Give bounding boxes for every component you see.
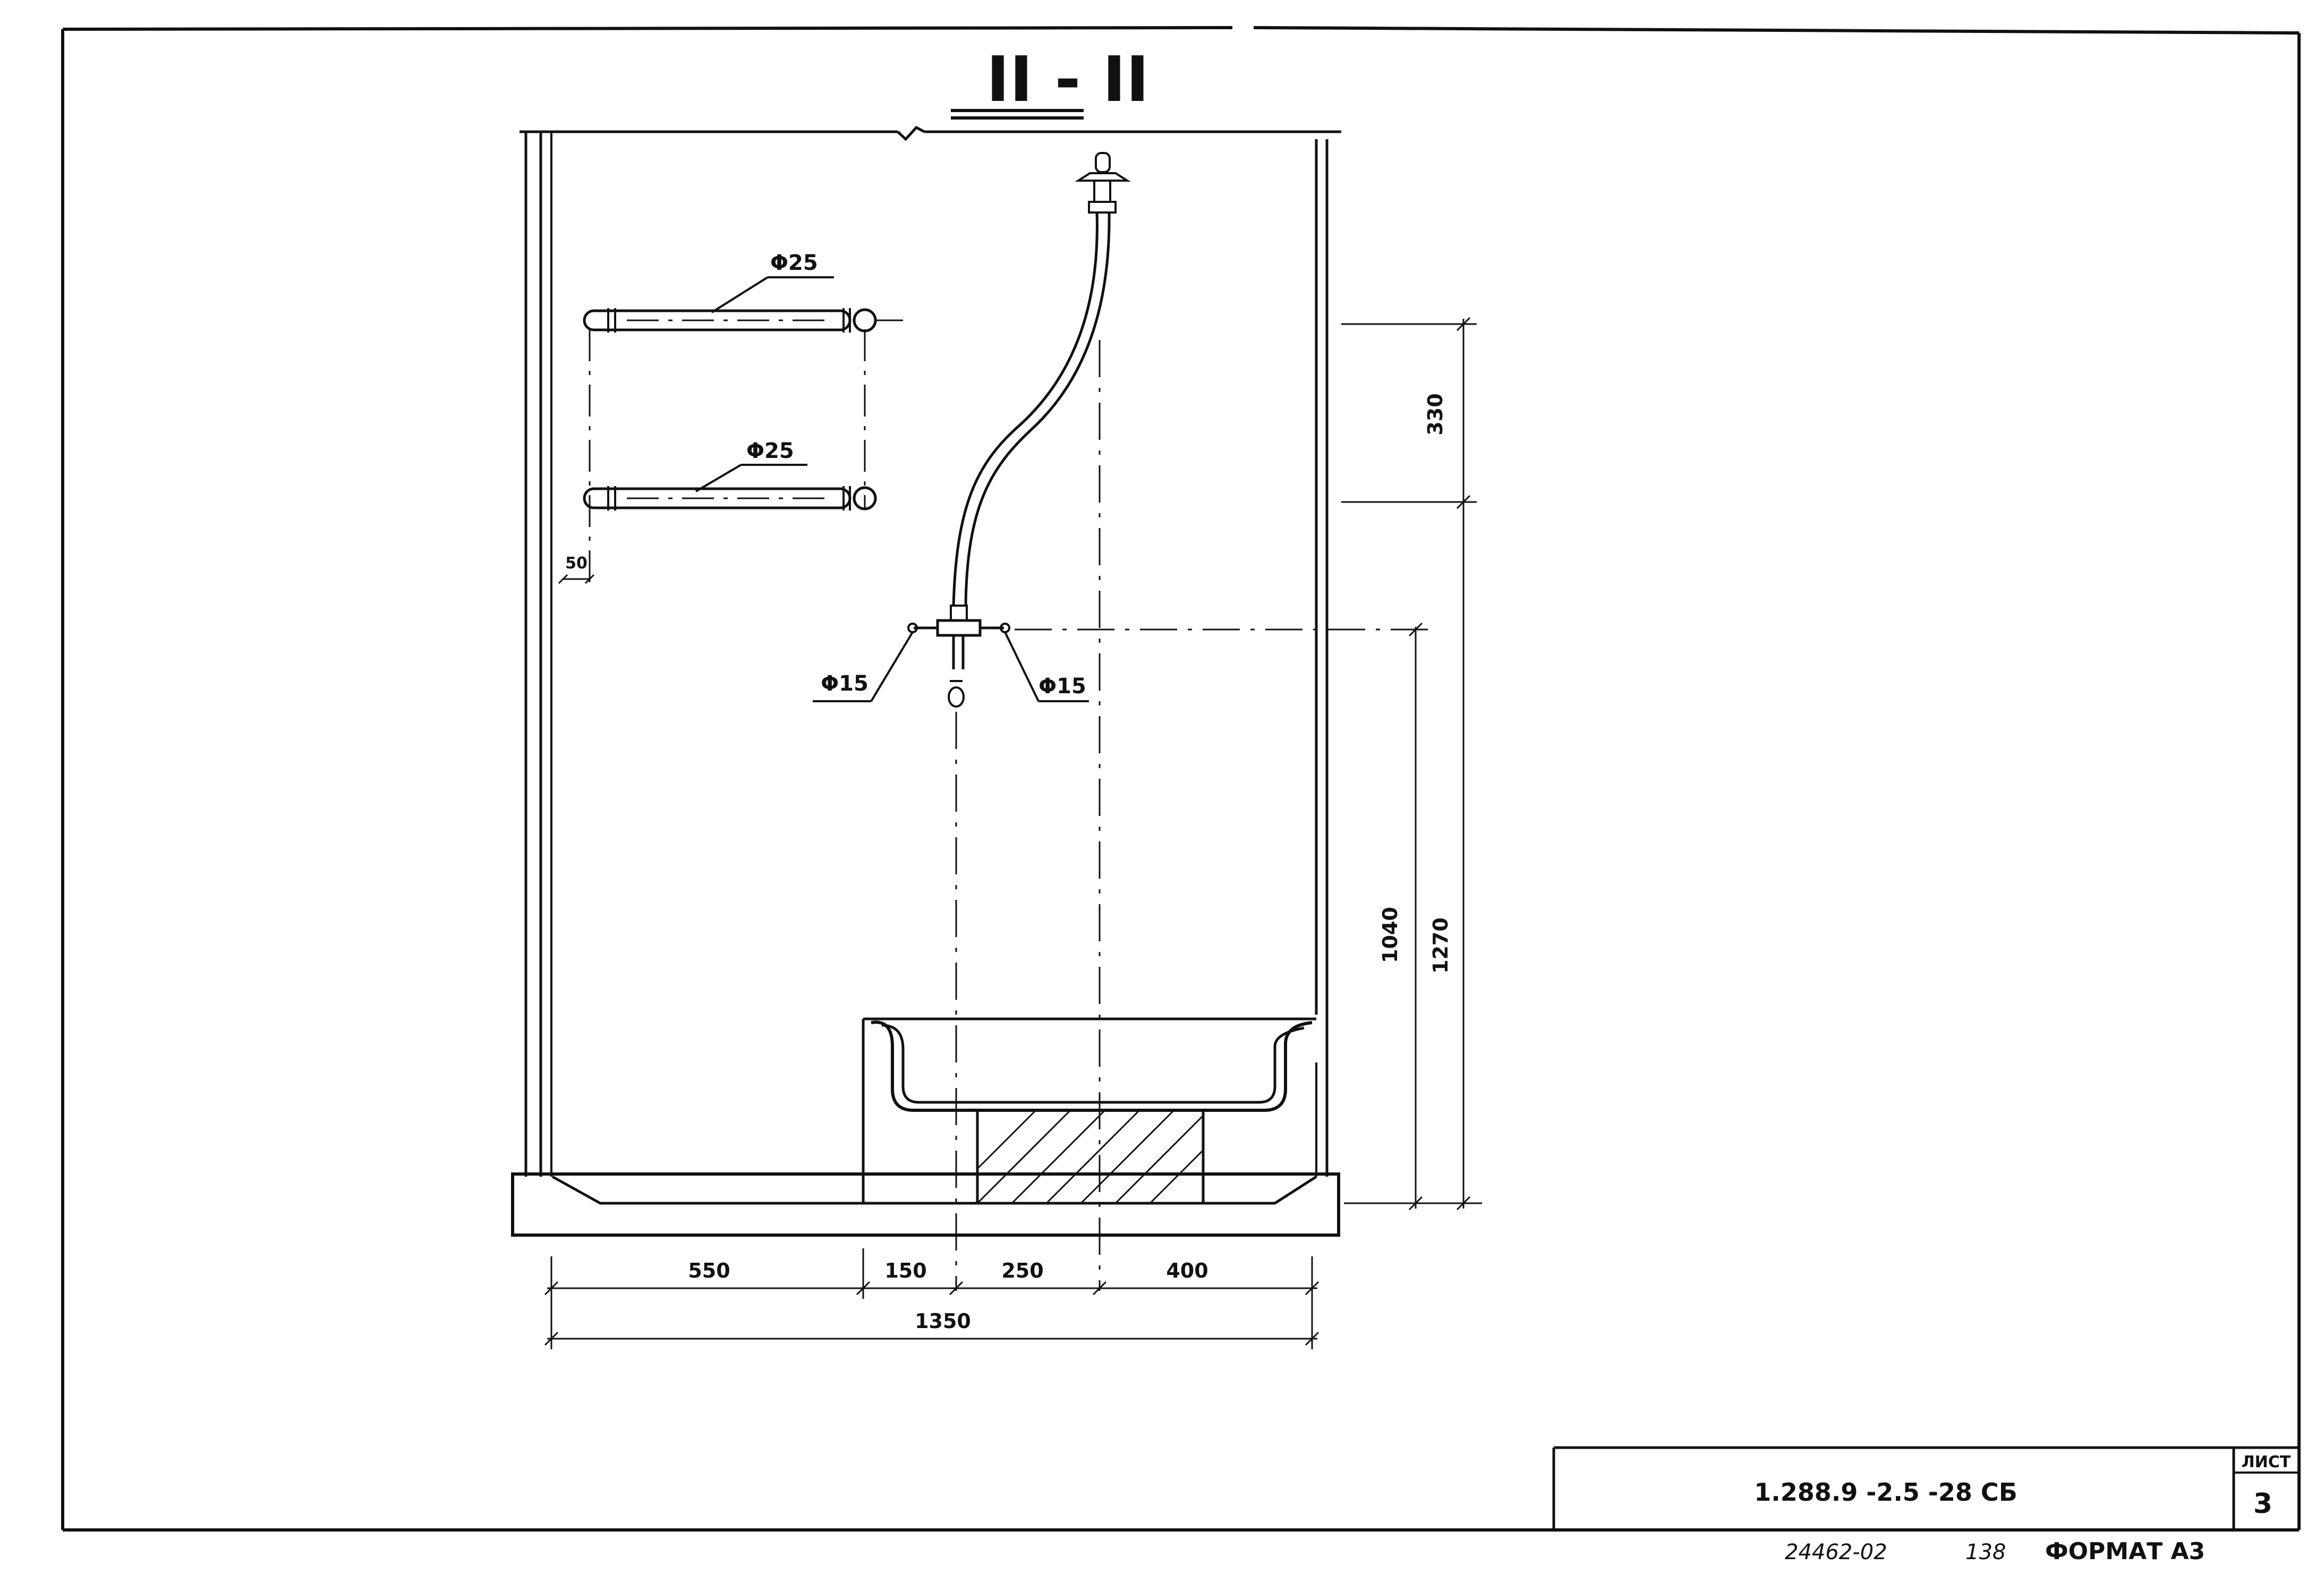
section-title: II - II xyxy=(951,42,1150,120)
shower-tray xyxy=(862,1017,1316,1205)
handrail-upper xyxy=(583,308,903,333)
floor-slab xyxy=(511,1172,1340,1237)
bottom-code: 24462-02 xyxy=(1785,1540,1887,1564)
right-dimensions: 330 1040 1270 xyxy=(1341,317,1482,1211)
dim-250-text: 250 xyxy=(1001,1259,1043,1282)
shower-hose xyxy=(952,212,1111,606)
pipe-upper-label: Φ25 xyxy=(770,251,818,275)
sheet-header: ЛИСТ xyxy=(2242,1453,2291,1472)
dim-550-text: 550 xyxy=(688,1259,730,1282)
dim-330-text: 330 xyxy=(1424,393,1447,435)
pipe-lower-label: Φ25 xyxy=(746,439,794,463)
section-title-text: II - II xyxy=(986,42,1150,116)
valve-labels: Φ15 Φ15 xyxy=(813,631,1089,702)
handrail-centerlines xyxy=(589,329,866,584)
valve-left-label: Φ15 xyxy=(821,671,869,696)
sheet-number: 3 xyxy=(2253,1488,2272,1520)
dim-150-text: 150 xyxy=(884,1259,926,1282)
title-block: ЛИСТ 3 1.288.9 -2.5 -28 СБ 24462-02 138 … xyxy=(1552,1446,2299,1565)
dim-50: 50 xyxy=(558,554,595,584)
pipe-labels: Φ25 Φ25 xyxy=(695,251,834,492)
dim-1350-text: 1350 xyxy=(915,1309,971,1333)
dim-1270-text: 1270 xyxy=(1429,917,1452,974)
designation: 1.288.9 -2.5 -28 СБ xyxy=(1754,1478,2017,1507)
dim-1040-text: 1040 xyxy=(1378,907,1402,963)
cabin-walls xyxy=(520,125,1341,1177)
mixer-valve xyxy=(907,605,1010,708)
dim-400-text: 400 xyxy=(1166,1259,1208,1282)
valve-right-label: Φ15 xyxy=(1038,674,1086,699)
centerlines xyxy=(955,340,1429,1291)
bottom-num: 138 xyxy=(1965,1540,2006,1564)
sheet-frame xyxy=(61,26,2301,1532)
dim-50-text: 50 xyxy=(565,554,588,573)
handrail-lower xyxy=(583,486,877,511)
shower-head xyxy=(1075,152,1131,214)
format-label: ФОРМАТ А3 xyxy=(2045,1538,2205,1565)
bottom-dimensions: 550 150 250 400 1350 xyxy=(544,1248,1320,1349)
